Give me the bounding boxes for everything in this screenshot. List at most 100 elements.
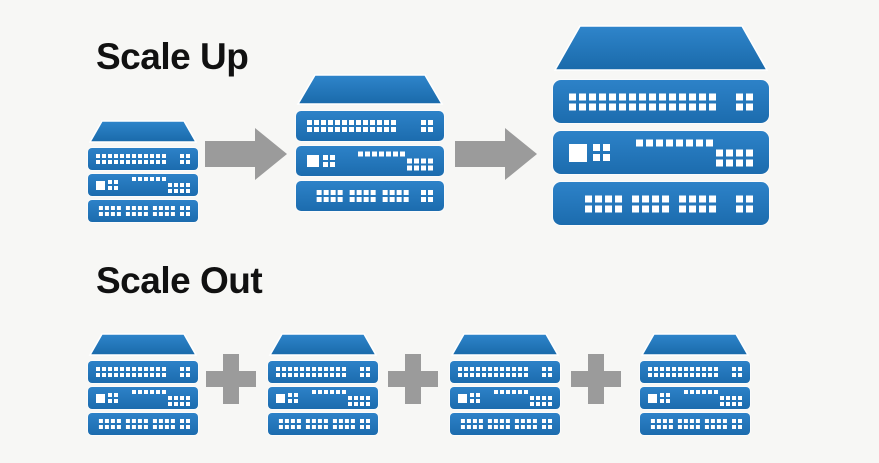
led-cluster bbox=[316, 190, 409, 202]
led-group bbox=[98, 206, 175, 216]
led-group bbox=[132, 177, 190, 193]
led-cluster bbox=[180, 154, 190, 164]
led-group bbox=[108, 180, 118, 190]
led-cluster bbox=[307, 120, 396, 132]
led-group bbox=[569, 143, 610, 162]
led-group bbox=[276, 393, 298, 403]
led-group bbox=[636, 139, 713, 146]
led-group bbox=[460, 419, 483, 429]
server-rack-unit-middle bbox=[88, 174, 198, 196]
led-group bbox=[569, 93, 716, 110]
led-group bbox=[348, 396, 370, 406]
led-cluster bbox=[458, 393, 480, 403]
led-group bbox=[732, 367, 742, 377]
server-lid bbox=[640, 333, 750, 357]
led-cluster bbox=[650, 419, 727, 429]
led-group bbox=[168, 396, 190, 406]
led-group bbox=[96, 180, 118, 190]
server-lid bbox=[88, 333, 198, 357]
led-cluster bbox=[585, 195, 717, 212]
led-group bbox=[312, 390, 346, 394]
plus-icon-1 bbox=[206, 354, 256, 404]
led-group bbox=[720, 396, 742, 406]
led-group bbox=[96, 393, 118, 403]
led-cluster bbox=[96, 393, 118, 403]
server-rack-unit-bottom bbox=[450, 413, 560, 435]
led-cluster bbox=[648, 367, 718, 377]
led-group bbox=[276, 367, 346, 377]
led-group bbox=[494, 390, 552, 406]
led-cluster bbox=[98, 206, 175, 216]
led-cluster bbox=[360, 419, 370, 429]
server-rack-unit-middle bbox=[640, 387, 750, 409]
server-rack-unit-top bbox=[640, 361, 750, 383]
server-rack-unit-middle bbox=[553, 131, 769, 174]
led-group bbox=[460, 419, 537, 429]
led-group bbox=[736, 195, 753, 212]
led-group bbox=[132, 390, 166, 394]
led-cluster bbox=[636, 139, 753, 166]
led-cluster bbox=[421, 120, 433, 132]
led-group bbox=[530, 396, 552, 406]
right-arrow-icon-2 bbox=[455, 128, 537, 180]
led-group bbox=[650, 419, 727, 429]
led-group bbox=[125, 206, 148, 216]
led-cluster bbox=[648, 393, 670, 403]
led-group bbox=[514, 419, 537, 429]
scale-out-node-3 bbox=[450, 333, 560, 439]
server-rack-unit-bottom bbox=[296, 181, 444, 211]
right-arrow-icon bbox=[205, 128, 287, 180]
led-group bbox=[677, 419, 700, 429]
plus-icon-2 bbox=[388, 354, 438, 404]
led-group bbox=[585, 195, 623, 212]
led-cluster bbox=[494, 390, 552, 406]
led-cluster bbox=[276, 367, 346, 377]
led-group bbox=[312, 390, 370, 406]
scale-out-node-1 bbox=[88, 333, 198, 439]
led-group bbox=[278, 419, 355, 429]
led-group bbox=[323, 155, 335, 167]
led-cluster bbox=[278, 419, 355, 429]
led-cluster bbox=[180, 206, 190, 216]
led-group bbox=[648, 393, 670, 403]
led-cluster bbox=[96, 180, 118, 190]
led-group bbox=[152, 419, 175, 429]
led-group bbox=[632, 195, 670, 212]
led-group bbox=[458, 393, 480, 403]
led-group bbox=[152, 206, 175, 216]
led-group bbox=[316, 190, 409, 202]
led-group bbox=[660, 393, 670, 403]
led-group bbox=[132, 177, 166, 181]
led-cluster bbox=[460, 419, 537, 429]
led-group bbox=[132, 390, 190, 406]
led-group bbox=[168, 183, 190, 193]
led-group bbox=[732, 419, 742, 429]
led-group bbox=[636, 139, 753, 166]
server-rack-unit-top bbox=[88, 148, 198, 170]
server-lid bbox=[88, 120, 198, 144]
led-cluster bbox=[132, 177, 190, 193]
led-group bbox=[360, 419, 370, 429]
led-group bbox=[458, 367, 528, 377]
led-cluster bbox=[732, 367, 742, 377]
server-rack-unit-middle bbox=[268, 387, 378, 409]
led-cluster bbox=[98, 419, 175, 429]
server-rack-unit-middle bbox=[296, 146, 444, 176]
led-group bbox=[307, 120, 396, 132]
led-cluster bbox=[96, 154, 166, 164]
led-group bbox=[542, 367, 552, 377]
led-group bbox=[704, 419, 727, 429]
led-group bbox=[470, 393, 480, 403]
page-title-scale-out: Scale Out bbox=[96, 260, 263, 301]
led-cluster bbox=[542, 419, 552, 429]
led-group bbox=[316, 190, 343, 202]
plus-icon-3 bbox=[571, 354, 621, 404]
led-cluster bbox=[684, 390, 742, 406]
led-group bbox=[180, 419, 190, 429]
led-group bbox=[288, 393, 298, 403]
led-group bbox=[716, 149, 753, 166]
led-group bbox=[593, 144, 610, 161]
led-group bbox=[650, 419, 673, 429]
scale-out-node-2 bbox=[268, 333, 378, 439]
